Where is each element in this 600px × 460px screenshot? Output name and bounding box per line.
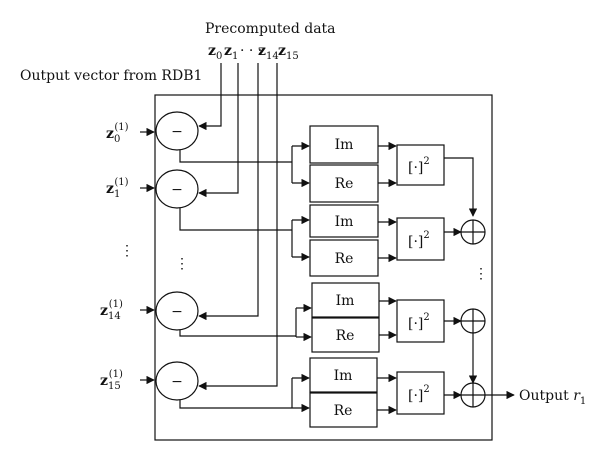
svg-text:[·]2: [·]2	[408, 156, 430, 176]
input-z0: z0(1)	[106, 122, 155, 145]
input-z14: z14(1)	[100, 299, 155, 322]
svg-text:z14: z14	[258, 43, 279, 62]
subtractor-1: −	[155, 169, 199, 209]
svg-text:Im: Im	[336, 293, 355, 309]
svg-text:z1: z1	[224, 43, 238, 62]
re-block-1	[309, 239, 379, 277]
output-vector-label: Output vector from RDB1	[20, 68, 202, 84]
svg-text:[·]2: [·]2	[408, 312, 430, 332]
svg-text:−: −	[171, 124, 183, 140]
svg-text:[·]2: [·]2	[408, 384, 430, 404]
svg-text:z1(1): z1(1)	[106, 177, 129, 200]
svg-text:Re: Re	[335, 251, 354, 267]
re-block-15	[309, 392, 378, 428]
precomputed-data-label: Precomputed data	[205, 21, 336, 37]
subtractor-0: −	[155, 111, 199, 151]
square-block-0	[396, 144, 445, 186]
precomputed-vectors-label: z0 z1 · · · z14 z15	[208, 43, 299, 62]
im-block-0	[309, 125, 379, 164]
row-14: Im Re [·]2	[179, 282, 486, 384]
im-block-1	[309, 204, 379, 238]
svg-text:· · ·: · · ·	[240, 43, 262, 59]
svg-text:z0: z0	[208, 43, 222, 62]
input-z1: z1(1)	[106, 177, 155, 200]
square-block-1	[396, 217, 445, 261]
svg-text:z0(1): z0(1)	[106, 122, 129, 145]
svg-text:Im: Im	[335, 137, 354, 153]
svg-text:z15: z15	[278, 43, 299, 62]
re-block-14	[311, 317, 380, 353]
svg-text:Re: Re	[335, 176, 354, 192]
adders-ellipsis: ⋮	[474, 266, 488, 282]
svg-text:z14(1): z14(1)	[100, 299, 123, 322]
square-block-15	[396, 371, 445, 415]
subtractor-15: −	[155, 361, 199, 401]
svg-text:z15(1): z15(1)	[100, 369, 123, 392]
inputs-ellipsis: ⋮	[120, 243, 134, 259]
row-1: Im Re [·]2	[179, 204, 486, 277]
svg-text:Im: Im	[335, 214, 354, 230]
svg-text:[·]2: [·]2	[408, 230, 430, 250]
subtractors-ellipsis: ⋮	[175, 256, 189, 272]
svg-text:−: −	[171, 182, 183, 198]
svg-text:Im: Im	[334, 368, 353, 384]
row-15: Im Re [·]2	[179, 357, 515, 428]
svg-text:−: −	[171, 374, 183, 390]
input-z15: z15(1)	[100, 369, 155, 392]
im-block-14	[311, 282, 380, 318]
output-label: Output r1	[519, 388, 586, 407]
subtractor-14: −	[155, 291, 199, 331]
svg-text:Re: Re	[334, 403, 353, 419]
precomputed-feed-lines	[198, 63, 278, 391]
svg-text:−: −	[171, 304, 183, 320]
svg-text:Re: Re	[336, 328, 355, 344]
square-block-14	[396, 299, 445, 343]
row-0: Im Re [·]2	[179, 125, 478, 217]
im-block-15	[309, 357, 378, 393]
